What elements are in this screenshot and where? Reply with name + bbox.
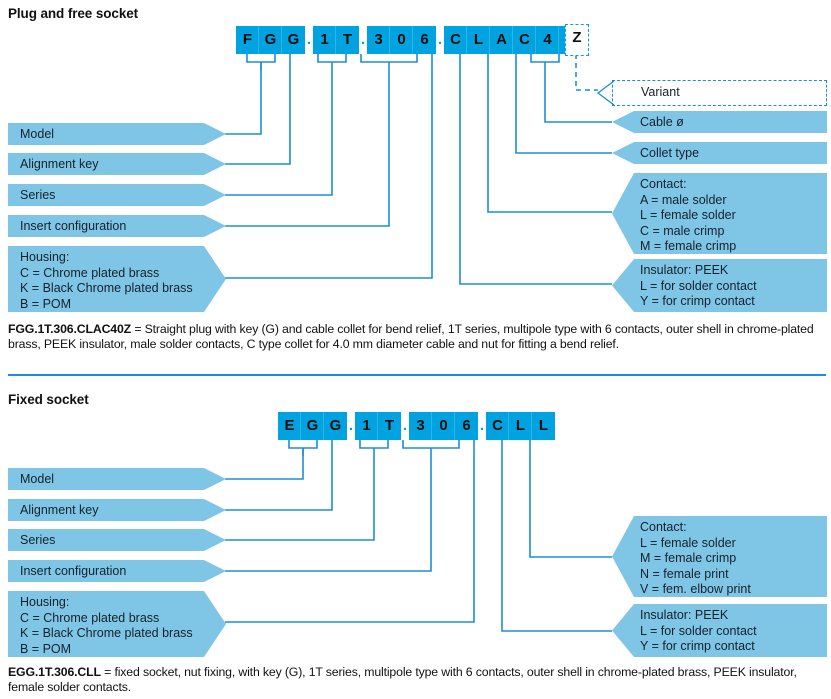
code-char[interactable]: G: [324, 412, 347, 440]
code-char[interactable]: 0: [390, 26, 413, 54]
code-separator-dot: .: [402, 417, 408, 434]
label-line: Y = for crimp contact: [640, 294, 755, 308]
caption-plug: FGG.1T.306.CLAC40Z = Straight plug with …: [8, 322, 826, 352]
code-char[interactable]: 0: [432, 412, 455, 440]
label-line: L = female solder: [640, 535, 736, 550]
label-line: K = Black Chrome plated brass: [20, 281, 193, 295]
label-line: L = female solder: [640, 208, 736, 222]
code-char[interactable]: 1: [355, 412, 378, 440]
label-line: Collet type: [640, 146, 700, 160]
code-char[interactable]: G: [282, 26, 305, 54]
label-cable-diameter: Cable ø: [612, 111, 827, 133]
code-separator-dot: .: [479, 417, 485, 434]
section-divider: [8, 374, 826, 376]
label-insulator: Insulator: PEEK L = for solder contact Y…: [612, 604, 827, 657]
label-variant: Variant: [612, 80, 827, 106]
code-separator-dot: .: [348, 417, 354, 434]
label-line: Model: [20, 472, 55, 486]
caption-fixed-socket: EGG.1T.306.CLL = fixed socket, nut fixin…: [8, 665, 826, 695]
code-char[interactable]: C: [486, 412, 509, 440]
code-char-variant[interactable]: Z: [565, 24, 589, 56]
caption-text: = fixed socket, nut fixing, with key (G)…: [8, 665, 797, 695]
code-separator-dot: .: [360, 31, 366, 48]
code-char[interactable]: F: [236, 26, 259, 54]
label-line: V = fem. elbow print: [640, 582, 751, 596]
code-char[interactable]: C: [444, 26, 467, 54]
label-contact: Contact: L = female solder M = female cr…: [612, 516, 827, 597]
label-line: B = POM: [20, 296, 72, 311]
caption-text: = Straight plug with key (G) and cable c…: [8, 322, 814, 352]
code-char[interactable]: C: [513, 26, 536, 54]
label-alignment-key: Alignment key: [8, 499, 226, 521]
label-line: C = male crimp: [640, 223, 725, 238]
label-line: Variant: [641, 85, 680, 99]
code-separator-dot: .: [306, 31, 312, 48]
caption-code: EGG.1T.306.CLL: [8, 665, 101, 679]
code-char[interactable]: 6: [413, 26, 436, 54]
section-title-fixed-socket: Fixed socket: [8, 392, 89, 407]
label-line: M = female crimp: [640, 239, 737, 253]
code-char[interactable]: 4: [536, 26, 559, 54]
code-separator-dot: .: [437, 31, 443, 48]
label-model: Model: [8, 468, 226, 490]
code-char[interactable]: L: [509, 412, 532, 440]
label-line: Alignment key: [20, 157, 99, 171]
code-char[interactable]: G: [259, 26, 282, 54]
code-char[interactable]: 6: [455, 412, 478, 440]
label-line: C = Chrome plated brass: [20, 265, 160, 280]
section-title-plug-and-free-socket: Plug and free socket: [8, 6, 139, 21]
label-line: C = Chrome plated brass: [20, 610, 160, 625]
label-line: Contact:: [640, 177, 687, 191]
label-insert-configuration: Insert configuration: [8, 560, 226, 582]
label-line: N = female print: [640, 566, 729, 581]
label-line: Housing:: [20, 595, 70, 609]
label-line: Series: [20, 188, 56, 202]
code-char[interactable]: A: [490, 26, 513, 54]
code-char[interactable]: 3: [367, 26, 390, 54]
label-insert-configuration: Insert configuration: [8, 215, 226, 237]
label-line: Alignment key: [20, 503, 99, 517]
label-line: Y = for crimp contact: [640, 639, 755, 653]
label-line: Model: [20, 127, 55, 141]
label-contact: Contact: A = male solder L = female sold…: [612, 173, 827, 254]
label-line: B = POM: [20, 641, 72, 656]
label-housing: Housing: C = Chrome plated brass K = Bla…: [8, 591, 226, 657]
label-line: L = for solder contact: [640, 278, 757, 293]
label-model: Model: [8, 123, 226, 145]
label-collet-type: Collet type: [612, 142, 827, 164]
label-series: Series: [8, 529, 226, 551]
code-char[interactable]: L: [467, 26, 490, 54]
label-line: Cable ø: [640, 115, 684, 129]
label-line: Housing:: [20, 250, 70, 264]
label-housing: Housing: C = Chrome plated brass K = Bla…: [8, 246, 226, 312]
label-line: Insert configuration: [20, 564, 127, 578]
code-char[interactable]: 3: [409, 412, 432, 440]
label-line: L = for solder contact: [640, 623, 757, 638]
label-line: Series: [20, 533, 56, 547]
label-alignment-key: Alignment key: [8, 153, 226, 175]
label-line: Insulator: PEEK: [640, 263, 729, 277]
label-line: K = Black Chrome plated brass: [20, 626, 193, 640]
code-char[interactable]: T: [336, 26, 359, 54]
label-line: Contact:: [640, 520, 687, 534]
caption-code: FGG.1T.306.CLAC40Z: [8, 322, 132, 336]
label-series: Series: [8, 184, 226, 206]
label-line: A = male solder: [640, 192, 727, 207]
label-line: Insulator: PEEK: [640, 608, 729, 622]
label-insulator: Insulator: PEEK L = for solder contact Y…: [612, 259, 827, 312]
label-line: M = female crimp: [640, 551, 737, 565]
label-line: Insert configuration: [20, 219, 127, 233]
code-char[interactable]: 1: [313, 26, 336, 54]
code-char[interactable]: G: [301, 412, 324, 440]
code-char[interactable]: E: [278, 412, 301, 440]
code-char[interactable]: T: [378, 412, 401, 440]
code-char[interactable]: L: [532, 412, 555, 440]
